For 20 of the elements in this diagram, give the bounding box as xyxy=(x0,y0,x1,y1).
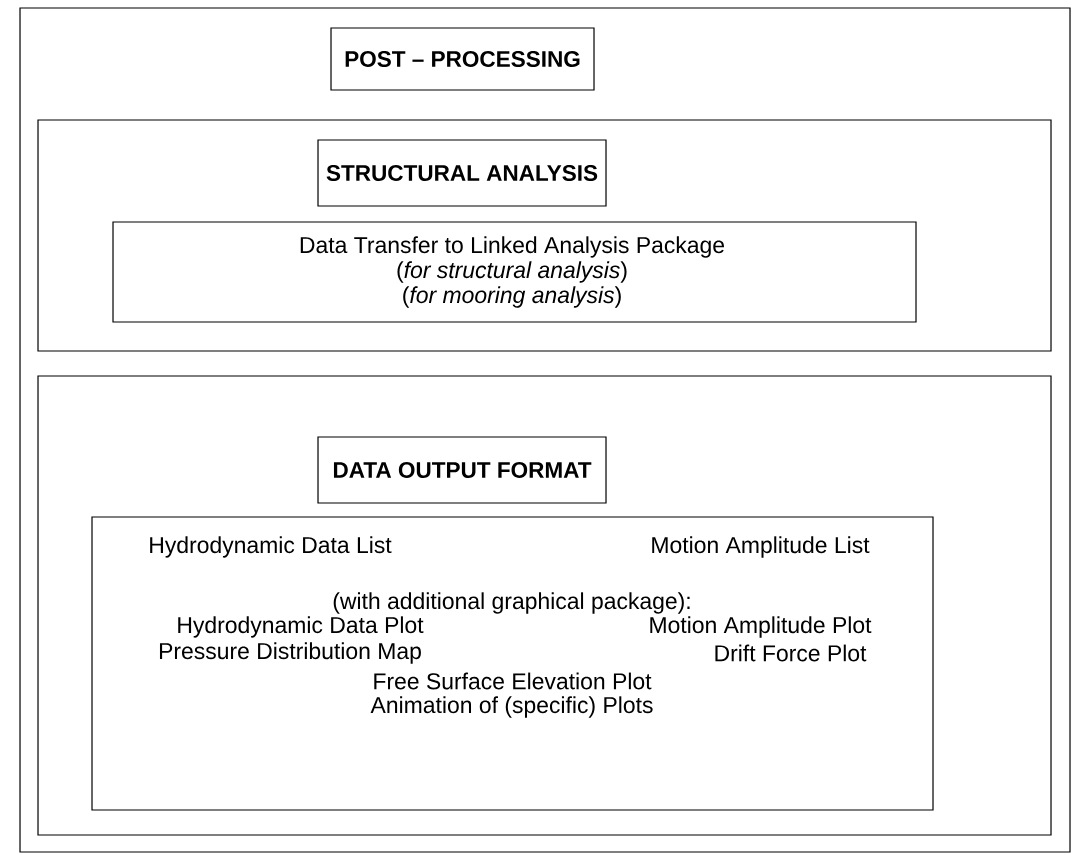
body-text: (for mooring analysis) xyxy=(403,286,621,308)
heading-box: POST – PROCESSING xyxy=(330,27,595,91)
section-frame xyxy=(37,119,1052,352)
body-text: Pressure Distribution Map xyxy=(159,642,421,664)
body-text: Hydrodynamic Data List xyxy=(150,536,392,558)
body-text: Animation of (specific) Plots xyxy=(370,696,653,718)
body-text: (with additional graphical package): xyxy=(333,592,690,614)
text-box xyxy=(112,221,917,323)
body-text: Data Transfer to Linked Analysis Package xyxy=(300,236,724,258)
body-text: Motion Amplitude List xyxy=(652,536,870,558)
heading-box: STRUCTURAL ANALYSIS xyxy=(317,139,607,207)
body-text: Free Surface Elevation Plot xyxy=(374,672,652,690)
body-text: Hydrodynamic Data Plot xyxy=(178,616,424,638)
text-box xyxy=(91,516,934,811)
body-text: Drift Force Plot xyxy=(715,644,867,662)
heading-box: DATA OUTPUT FORMAT xyxy=(317,436,607,504)
body-text: (for structural analysis) xyxy=(397,261,627,283)
section-frame xyxy=(37,375,1052,836)
section-frame xyxy=(19,7,1071,853)
body-text: Motion Amplitude Plot xyxy=(650,616,872,638)
